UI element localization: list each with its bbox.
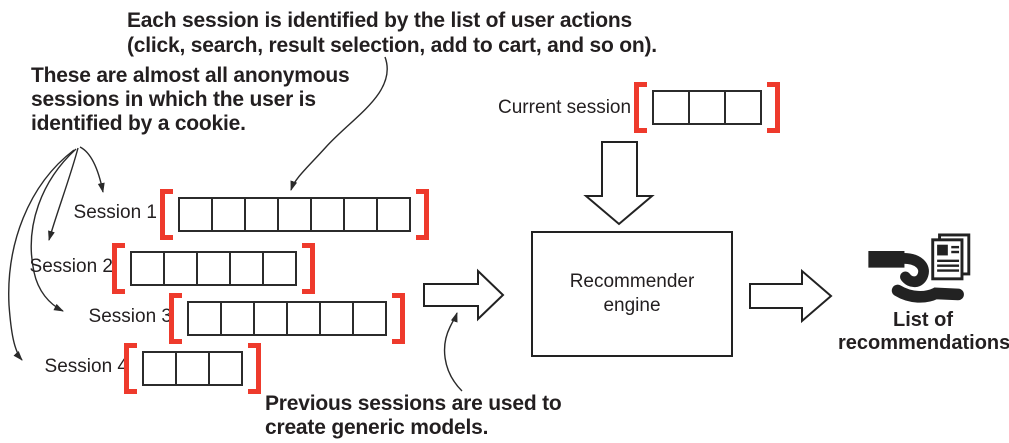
session-cell [246, 199, 279, 230]
session-cell [144, 353, 177, 384]
session-3-label: Session 3 [88, 306, 172, 327]
session-2-cells [130, 251, 297, 286]
session-cell [345, 199, 378, 230]
session-cell [726, 92, 760, 123]
engine-label-line2: engine [603, 295, 661, 316]
annotation-anonymous-line2: sessions in which the user is [31, 88, 316, 111]
engine-to-output-arrow [749, 268, 833, 324]
session-cell [177, 353, 210, 384]
annotation-anonymous-line3: identified by a cookie. [31, 112, 246, 135]
arrow-anonymous-to-session3 [30, 148, 77, 312]
annotation-each-session-line2: (click, search, result selection, add to… [127, 34, 657, 57]
left-bracket [112, 243, 125, 294]
output-label-line2: recommendations [838, 332, 1009, 354]
session-cell [180, 199, 213, 230]
current-session-cells [652, 90, 762, 125]
annotation-previous-line1: Previous sessions are used to [265, 392, 562, 415]
current-session-down-arrow [583, 141, 655, 226]
arrow-anonymous-to-session2 [48, 147, 79, 241]
list-of-recommendations-label: List of recommendations [838, 309, 1009, 355]
left-bracket [634, 82, 647, 133]
right-bracket [416, 189, 429, 240]
session-3-cells [187, 301, 387, 336]
session-cell [198, 253, 231, 284]
session-cell [690, 92, 726, 123]
session-cell [354, 303, 385, 334]
session-1-strip [160, 189, 429, 240]
session-3-strip [169, 293, 405, 344]
session-1-cells [178, 197, 411, 232]
session-cell [654, 92, 690, 123]
session-1-label: Session 1 [73, 202, 157, 223]
session-cell [210, 353, 241, 384]
output-label-line1: List of [893, 309, 953, 331]
left-bracket [124, 343, 137, 394]
right-bracket [392, 293, 405, 344]
left-bracket [160, 189, 173, 240]
annotation-anonymous-line1: These are almost all anonymous [31, 64, 350, 87]
session-4-strip [124, 343, 261, 394]
hand-icon [868, 251, 964, 303]
session-cell [213, 199, 246, 230]
session-cell [231, 253, 264, 284]
session-cell [132, 253, 165, 284]
left-bracket [169, 293, 182, 344]
session-cell [255, 303, 288, 334]
annotation-each-session-line1: Each session is identified by the list o… [127, 9, 633, 32]
right-bracket [302, 243, 315, 294]
arrow-previous-to-input-arrow [443, 312, 463, 392]
session-2-strip [112, 243, 315, 294]
recommender-engine-box: Recommender engine [531, 231, 733, 357]
session-cell [279, 199, 312, 230]
session-cell [264, 253, 295, 284]
session-4-label: Session 4 [44, 356, 128, 377]
engine-label-line1: Recommender [569, 271, 695, 292]
annotation-previous-sessions: Previous sessions are used to create gen… [265, 392, 562, 440]
hand-holding-documents-icon [868, 233, 976, 311]
current-session-label: Current session [498, 97, 632, 118]
session-cell [378, 199, 409, 230]
right-bracket [248, 343, 261, 394]
annotation-each-session: Each session is identified by the list o… [127, 8, 657, 58]
annotation-anonymous-sessions: These are almost all anonymous sessions … [31, 64, 350, 136]
current-session-strip [634, 82, 780, 133]
session-cell [288, 303, 321, 334]
right-bracket [767, 82, 780, 133]
documents-icon [931, 233, 971, 281]
sessions-to-engine-arrow [423, 268, 505, 322]
annotation-previous-line2: create generic models. [265, 416, 489, 439]
session-cell [165, 253, 198, 284]
session-2-label: Session 2 [29, 256, 113, 277]
session-cell [321, 303, 354, 334]
arrow-anonymous-to-session1 [79, 146, 105, 193]
session-cell [222, 303, 255, 334]
session-4-cells [142, 351, 243, 386]
session-cell [189, 303, 222, 334]
session-cell [312, 199, 345, 230]
arrow-anonymous-to-session4 [8, 149, 75, 361]
